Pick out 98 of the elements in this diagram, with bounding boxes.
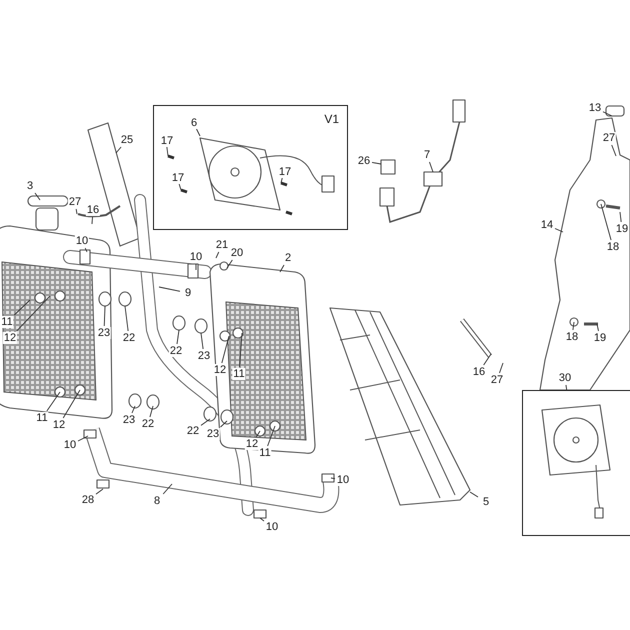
callout-number: 23 <box>196 350 212 362</box>
callout-number: 10 <box>188 251 204 263</box>
leader-line <box>132 406 136 414</box>
leader-line <box>256 430 260 438</box>
callout-number: 27 <box>68 196 82 208</box>
leader-line <box>226 260 233 268</box>
callout-number: 6 <box>190 117 198 129</box>
callout-number: 12 <box>52 419 66 431</box>
callout-number: 22 <box>140 418 156 430</box>
leader-line <box>220 420 228 428</box>
callout-number: 12 <box>2 332 18 344</box>
callout-number: 25 <box>120 134 134 146</box>
leader-line <box>620 212 622 222</box>
leader-line <box>178 184 182 190</box>
callout-number: 23 <box>206 428 220 440</box>
callout-number: 17 <box>160 135 174 147</box>
callout-number: 23 <box>122 414 136 426</box>
leader-line <box>429 162 434 172</box>
callout-number: 16 <box>472 366 486 378</box>
leader-line <box>554 228 564 232</box>
leader-line <box>176 330 180 344</box>
leader-line <box>280 264 284 272</box>
inset-frame <box>153 105 348 230</box>
leader-line <box>499 362 504 374</box>
leader-line <box>196 128 200 136</box>
leader-line <box>221 336 230 364</box>
callout-number: 18 <box>564 331 580 343</box>
callout-number: 10 <box>336 474 350 486</box>
leader-line <box>116 146 122 154</box>
leader-line <box>62 390 80 418</box>
callout-number: 18 <box>606 241 620 253</box>
callout-number: 12 <box>244 438 260 450</box>
leader-line <box>596 324 599 332</box>
leader-line <box>483 354 492 366</box>
callout-number: 22 <box>186 425 200 437</box>
callout-number: 11 <box>0 316 14 328</box>
leader-line <box>470 492 478 498</box>
leader-line <box>611 144 616 156</box>
leader-line <box>14 300 30 316</box>
callout-number: 26 <box>356 155 372 167</box>
callout-number: 27 <box>602 132 616 144</box>
leader-line <box>124 306 129 332</box>
callout-number: 21 <box>214 239 230 251</box>
callout-number: 23 <box>96 327 112 339</box>
leader-line <box>158 286 180 292</box>
leader-line <box>96 488 104 495</box>
leader-line <box>330 478 336 480</box>
callout-number: 11 <box>258 447 272 459</box>
leader-line <box>76 208 78 214</box>
callout-number: 8 <box>152 495 162 507</box>
callout-number: 7 <box>422 149 432 161</box>
callout-number: 19 <box>592 332 608 344</box>
leader-line <box>166 146 168 156</box>
callout-number: 10 <box>264 521 280 533</box>
callout-number: 10 <box>62 439 78 451</box>
leader-line <box>280 178 283 184</box>
leader-line <box>16 296 50 332</box>
callout-number: 12 <box>212 364 228 376</box>
callout-number: 17 <box>170 172 186 184</box>
callout-number: 14 <box>540 219 554 231</box>
leader-line <box>267 426 276 446</box>
leader-line <box>216 252 220 258</box>
callout-number: 3 <box>26 180 34 192</box>
callout-number: 30 <box>558 372 572 384</box>
leader-line <box>150 406 154 418</box>
callout-number: 16 <box>86 204 100 216</box>
leader-line <box>84 248 88 252</box>
leader-line <box>239 332 242 368</box>
callout-number: 13 <box>588 102 602 114</box>
leader-line <box>104 306 106 326</box>
callout-number: 22 <box>122 332 136 344</box>
leader-line <box>200 418 210 426</box>
callout-number: 10 <box>74 235 90 247</box>
callout-number: 27 <box>490 374 504 386</box>
leader-line <box>34 192 40 200</box>
leader-line <box>78 436 88 442</box>
callout-number: 20 <box>230 247 244 259</box>
leader-line <box>600 204 612 240</box>
callout-number: 17 <box>278 166 292 178</box>
leader-line <box>162 484 172 494</box>
callout-number: 5 <box>482 496 490 508</box>
callout-number: 2 <box>284 252 292 264</box>
callout-number: 22 <box>168 345 184 357</box>
leader-line <box>200 332 204 350</box>
leader-line <box>260 518 264 522</box>
leader-line <box>566 384 568 390</box>
callout-number: 19 <box>614 223 630 235</box>
view-label: V1 <box>324 112 339 126</box>
inset-frame <box>522 390 630 536</box>
leader-line <box>372 162 382 164</box>
callout-number: 11 <box>35 412 49 424</box>
leader-line <box>572 322 574 330</box>
leader-line <box>602 111 612 116</box>
leader-line <box>92 216 93 224</box>
leader-line <box>46 392 60 412</box>
callout-number: 9 <box>184 287 192 299</box>
callout-number: 11 <box>232 368 246 380</box>
callout-number: 28 <box>80 494 96 506</box>
